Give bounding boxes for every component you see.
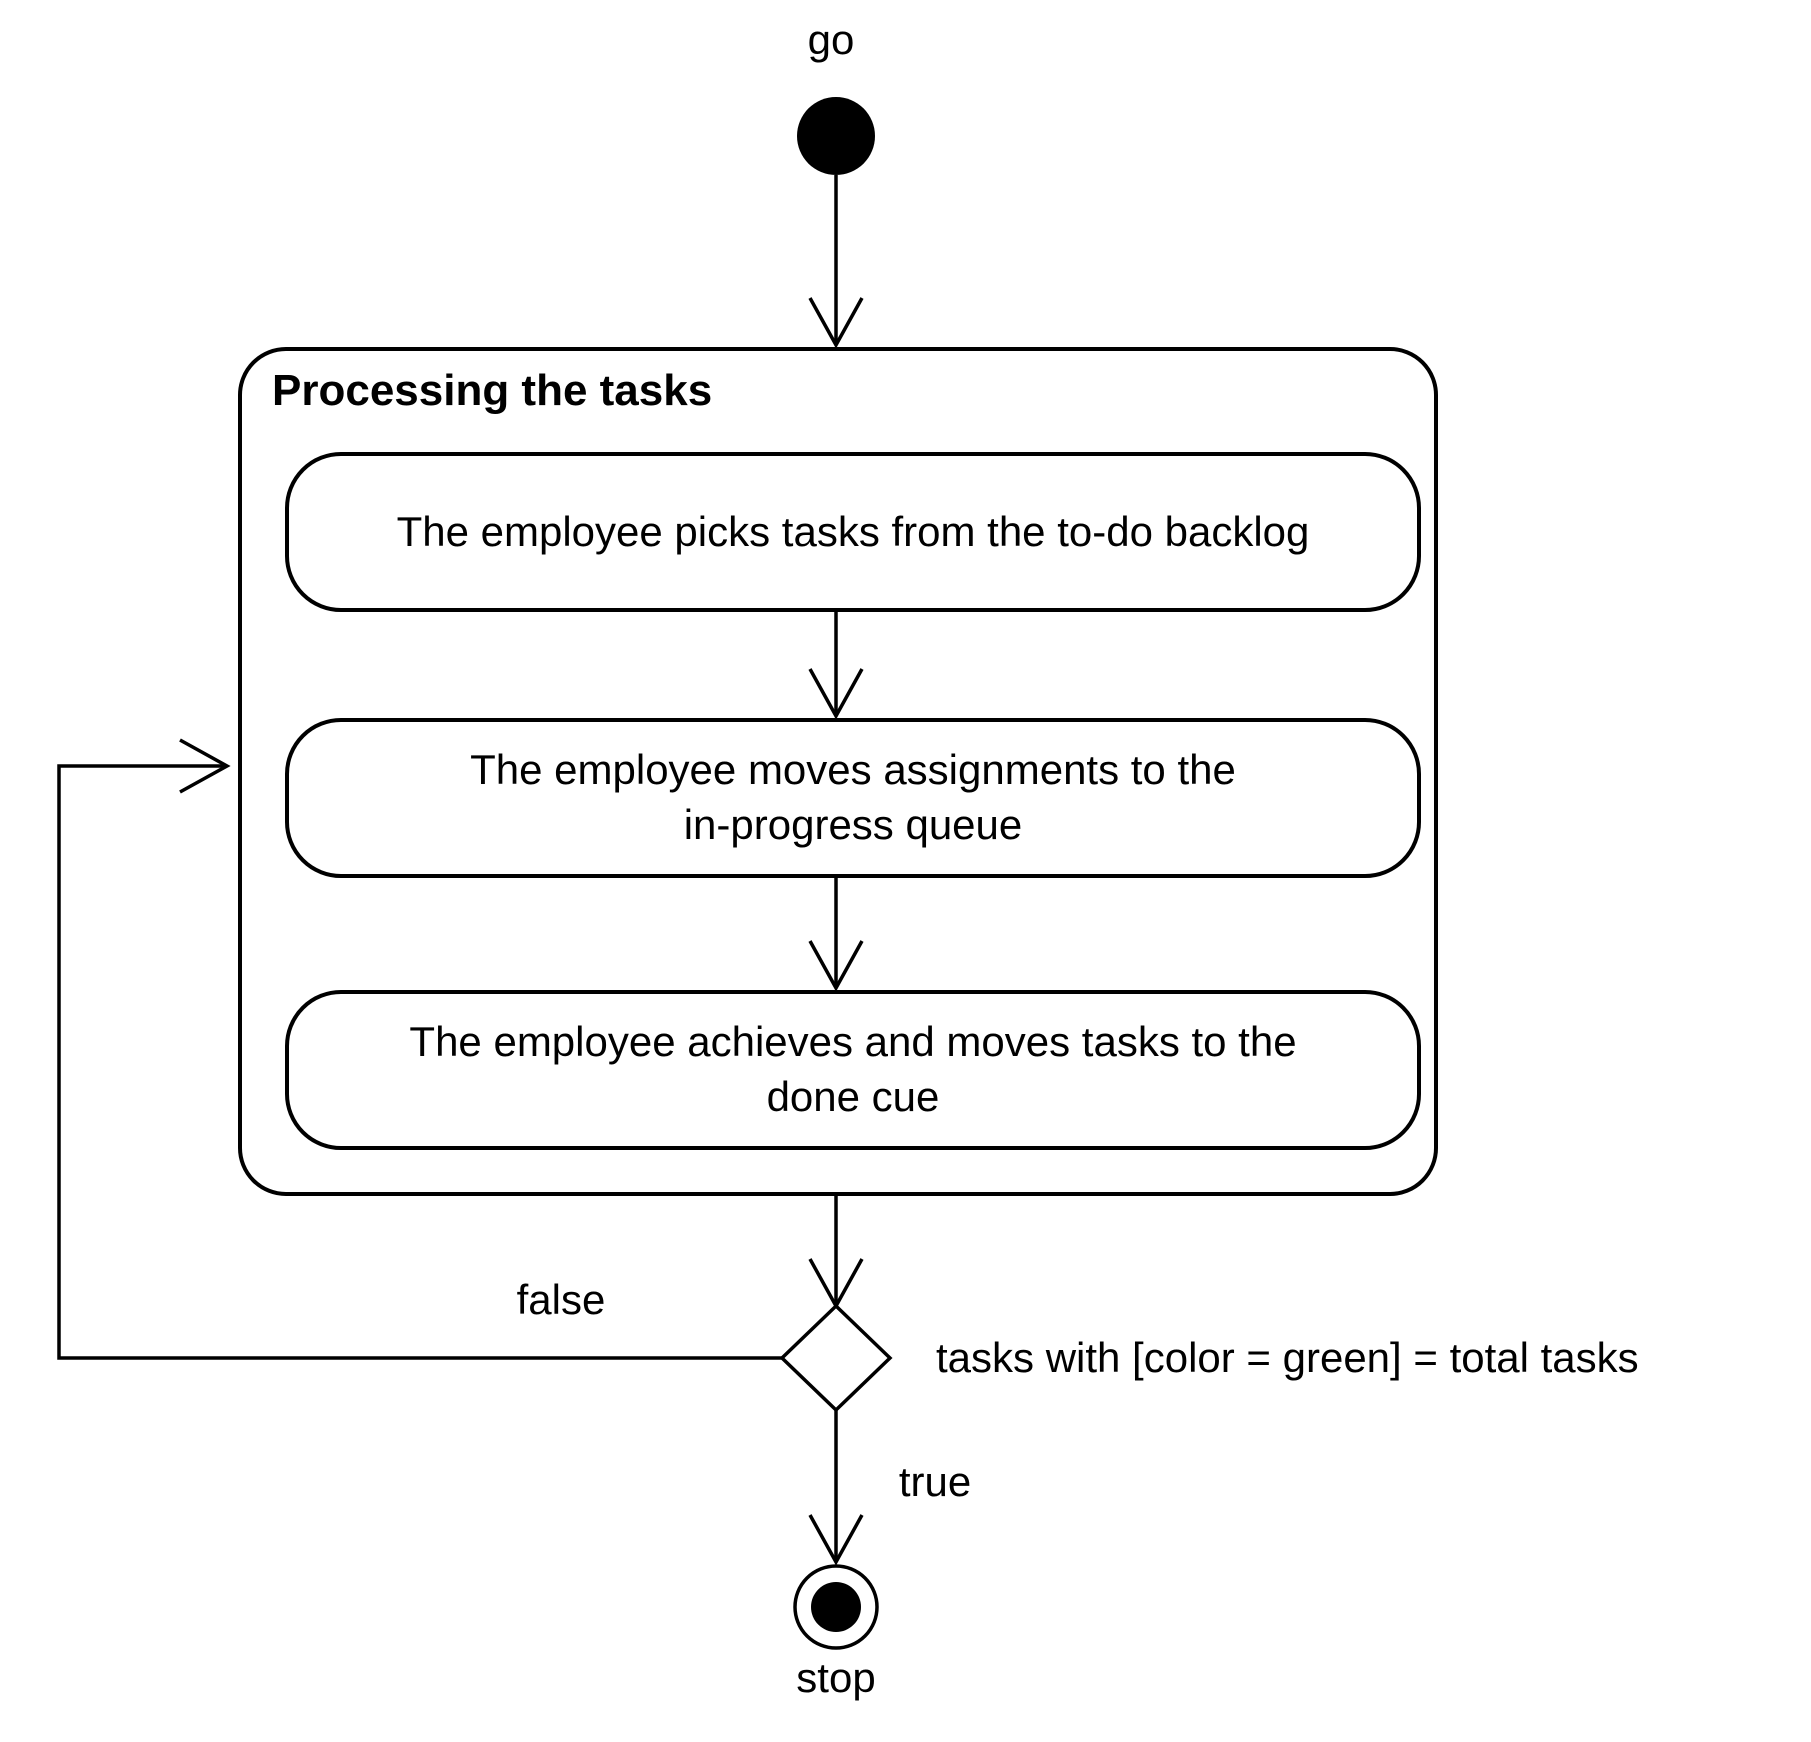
decision-diamond-icon: [779, 1303, 893, 1413]
decision-guard-label: tasks with [color = green] = total tasks: [936, 1334, 1639, 1381]
activity-move-to-in-progress: The employee moves assignments to the in…: [285, 718, 1421, 878]
stop-label: stop: [796, 1654, 876, 1701]
arrowhead-into-activity2-icon: [808, 668, 864, 720]
arrowhead-into-final-icon: [808, 1514, 864, 1566]
initial-node-icon: [797, 97, 875, 175]
activity-partition: [238, 347, 1438, 1196]
activity-pick-tasks: The employee picks tasks from the to-do …: [285, 452, 1421, 612]
false-edge-label: false: [516, 1276, 606, 1323]
true-edge-label: true: [898, 1458, 972, 1505]
activity-move-to-done: The employee achieves and moves tasks to…: [285, 990, 1421, 1150]
edge-false-loopback: [57, 764, 782, 1360]
start-label: go: [807, 16, 855, 63]
activity-move-to-in-progress-label: The employee moves assignments to the in…: [470, 746, 1236, 848]
partition-title: Processing the tasks: [272, 366, 713, 415]
final-node-inner-icon: [811, 1582, 861, 1632]
arrowhead-into-partition-icon: [808, 297, 864, 349]
activity-pick-tasks-label: The employee picks tasks from the to-do …: [396, 507, 1310, 555]
activity-move-to-done-label: The employee achieves and moves tasks to…: [409, 1018, 1297, 1120]
arrowhead-into-activity3-icon: [808, 940, 864, 992]
arrowhead-false-loopback-icon: [179, 738, 231, 794]
